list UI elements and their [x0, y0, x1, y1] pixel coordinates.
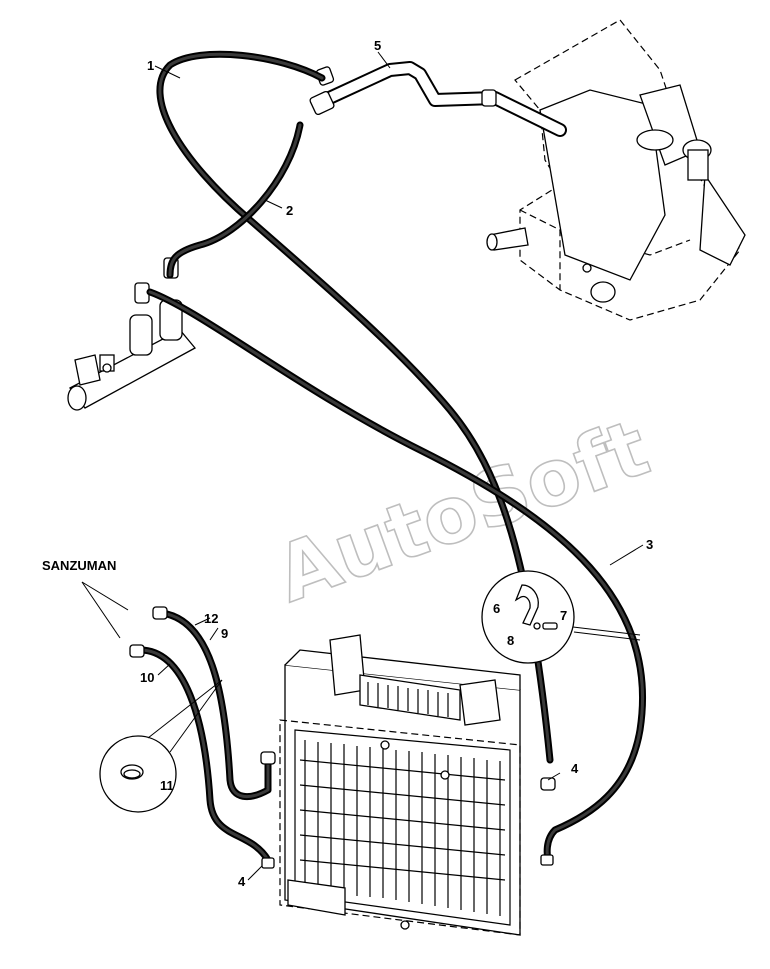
hose-12 — [158, 609, 272, 801]
callout-5: 5 — [374, 38, 381, 53]
radiator — [279, 634, 521, 936]
callout-4-right: 4 — [571, 761, 579, 776]
callout-12: 12 — [204, 611, 218, 626]
detail-seal-circle — [99, 679, 223, 813]
watermark-text: AutoSoft — [265, 403, 660, 620]
coolant-manifold — [67, 257, 197, 411]
callouts: 1 2 3 4 4 5 6 7 8 9 10 11 12 SANZUMAN — [42, 38, 653, 889]
callout-8: 8 — [507, 633, 514, 648]
callout-4-left: 4 — [238, 874, 246, 889]
rigid-pipe-5 — [309, 61, 567, 137]
callout-3: 3 — [646, 537, 653, 552]
hose-2 — [166, 121, 304, 279]
callout-10: 10 — [140, 670, 154, 685]
callout-1: 1 — [147, 58, 154, 73]
callout-6: 6 — [493, 601, 500, 616]
callout-9: 9 — [221, 626, 228, 641]
callout-11: 11 — [160, 778, 174, 793]
hoses — [129, 50, 647, 869]
leader-lines — [81, 51, 644, 881]
callout-7: 7 — [560, 608, 567, 623]
expansion-tank — [486, 19, 746, 321]
sanzuman-note: SANZUMAN — [42, 558, 116, 573]
callout-2: 2 — [286, 203, 293, 218]
watermark: AutoSoft — [264, 402, 661, 621]
radiator-fins — [299, 740, 506, 916]
detail-clamp-circle — [481, 570, 641, 664]
